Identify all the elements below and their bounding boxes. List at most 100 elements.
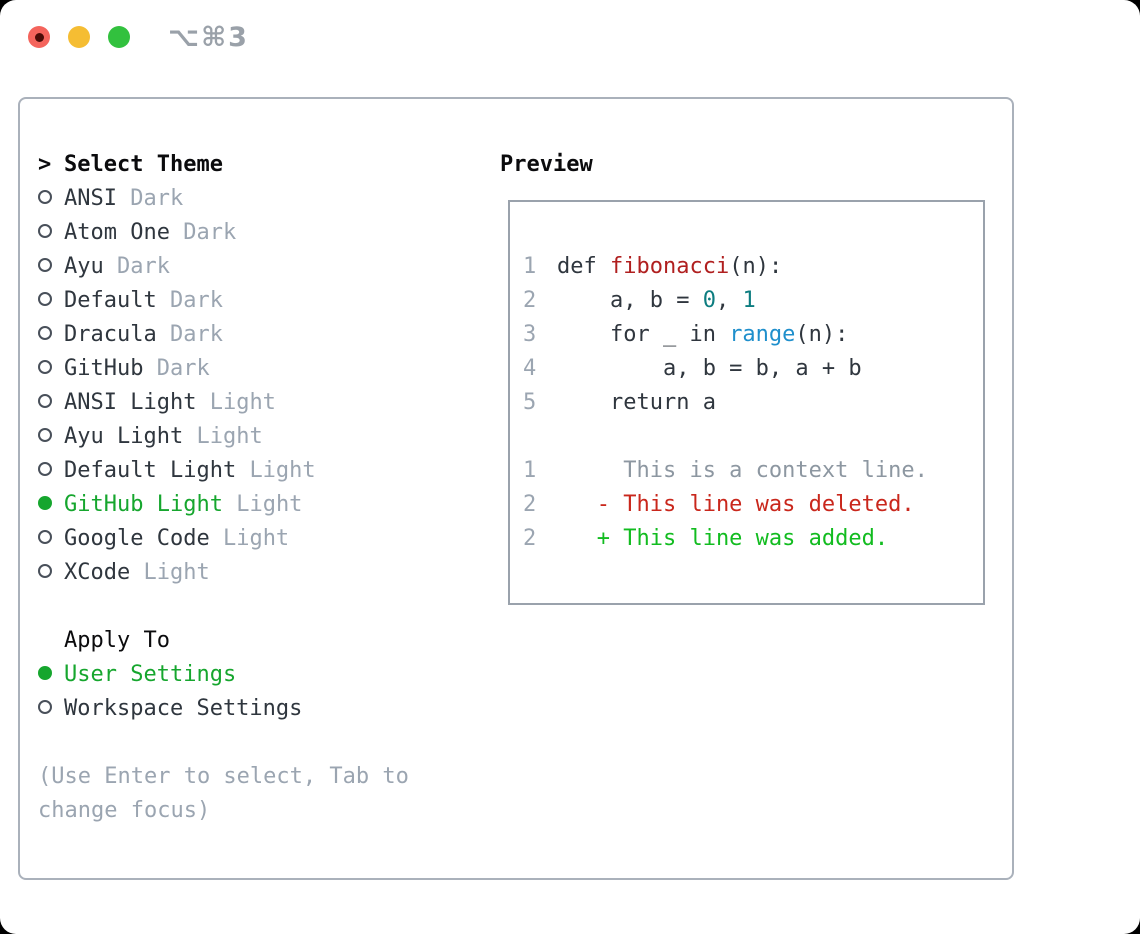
variant-badge: Dark bbox=[130, 186, 184, 211]
line-number: 1 bbox=[523, 458, 537, 483]
option-label: XCode bbox=[64, 560, 131, 585]
radio-cell bbox=[38, 556, 64, 590]
theme-option-xcode[interactable]: XCode Light bbox=[38, 556, 409, 590]
code-token: , bbox=[715, 288, 743, 313]
code-line: 2 a, b = 0, 1 bbox=[523, 284, 983, 318]
theme-option-github[interactable]: GitHub Dark bbox=[38, 352, 409, 386]
code-line bbox=[523, 420, 983, 454]
code-token: 1 bbox=[742, 288, 756, 313]
radio-cell bbox=[38, 352, 64, 386]
spacer bbox=[38, 590, 409, 624]
window-title: ⌥⌘3 bbox=[168, 22, 249, 53]
radio-icon bbox=[38, 461, 52, 476]
code-line: 4 a, b = b, a + b bbox=[523, 352, 983, 386]
theme-option-dracula[interactable]: Dracula Dark bbox=[38, 318, 409, 352]
radio-icon bbox=[38, 325, 52, 340]
code-token: (n): bbox=[729, 254, 783, 279]
apply-to-header: Apply To bbox=[38, 624, 409, 658]
radio-cell bbox=[38, 420, 64, 454]
radio-cell bbox=[38, 658, 64, 692]
variant-badge: Dark bbox=[156, 356, 210, 381]
theme-option-atom-one[interactable]: Atom One Dark bbox=[38, 216, 409, 250]
variant-badge: Dark bbox=[169, 322, 223, 347]
line-number: 2 bbox=[523, 526, 537, 551]
variant-badge: Dark bbox=[183, 220, 237, 245]
minimize-button[interactable] bbox=[68, 26, 90, 48]
select-theme-label: Select Theme bbox=[64, 152, 223, 177]
close-dot-icon bbox=[34, 32, 44, 42]
code-token: + This line was added. bbox=[557, 526, 889, 551]
radio-selected-icon bbox=[38, 495, 52, 510]
radio-icon bbox=[38, 291, 52, 306]
radio-cell bbox=[38, 216, 64, 250]
code-line: 3 for _ in range(n): bbox=[523, 318, 983, 352]
code-token: range bbox=[729, 322, 796, 347]
option-label: User Settings bbox=[64, 662, 237, 687]
variant-badge: Dark bbox=[169, 288, 223, 313]
code-token: for _ in bbox=[557, 322, 730, 347]
option-label: Default bbox=[64, 288, 157, 313]
radio-cell bbox=[38, 454, 64, 488]
code-token: 0 bbox=[702, 288, 716, 313]
code-token: fibonacci bbox=[609, 254, 730, 279]
radio-cell bbox=[38, 250, 64, 284]
option-label: Default Light bbox=[64, 458, 237, 483]
radio-selected-icon bbox=[38, 665, 52, 680]
radio-cell bbox=[38, 692, 64, 726]
theme-option-ansi[interactable]: ANSI Dark bbox=[38, 182, 409, 216]
variant-badge: Light bbox=[249, 458, 316, 483]
code-token: - This line was deleted. bbox=[557, 492, 915, 517]
radio-cell bbox=[38, 284, 64, 318]
theme-option-ayu-light[interactable]: Ayu Light Light bbox=[38, 420, 409, 454]
help-text-line: change focus) bbox=[38, 798, 211, 823]
radio-icon bbox=[38, 189, 52, 204]
radio-icon bbox=[38, 223, 52, 238]
radio-icon bbox=[38, 529, 52, 544]
apply-to-label: Apply To bbox=[64, 628, 170, 653]
main-panel bbox=[18, 97, 1014, 880]
radio-icon bbox=[38, 257, 52, 272]
theme-option-github-light[interactable]: GitHub Light Light bbox=[38, 488, 409, 522]
option-label: Ayu bbox=[64, 254, 104, 279]
line-number: 5 bbox=[523, 390, 537, 415]
option-label: Atom One bbox=[64, 220, 170, 245]
variant-badge: Light bbox=[209, 390, 276, 415]
theme-option-ansi-light[interactable]: ANSI Light Light bbox=[38, 386, 409, 420]
theme-option-ayu[interactable]: Ayu Dark bbox=[38, 250, 409, 284]
radio-icon bbox=[38, 427, 52, 442]
focus-caret-icon: > bbox=[38, 152, 52, 177]
radio-icon bbox=[38, 359, 52, 374]
code-line: 2 + This line was added. bbox=[523, 522, 983, 556]
theme-option-default[interactable]: Default Dark bbox=[38, 284, 409, 318]
option-label: Ayu Light bbox=[64, 424, 184, 449]
theme-option-google-code[interactable]: Google Code Light bbox=[38, 522, 409, 556]
radio-icon bbox=[38, 563, 52, 578]
code-token: (n): bbox=[795, 322, 849, 347]
code-line: 2 - This line was deleted. bbox=[523, 488, 983, 522]
option-label: GitHub Light bbox=[64, 492, 223, 517]
apply-option-workspace-settings[interactable]: Workspace Settings bbox=[38, 692, 409, 726]
option-label: ANSI bbox=[64, 186, 117, 211]
variant-badge: Light bbox=[236, 492, 303, 517]
line-number: 2 bbox=[523, 288, 537, 313]
window-titlebar: ⌥⌘3 bbox=[0, 0, 1140, 74]
apply-option-user-settings[interactable]: User Settings bbox=[38, 658, 409, 692]
code-token: This is a context line. bbox=[557, 458, 928, 483]
line-number: 1 bbox=[523, 254, 537, 279]
maximize-button[interactable] bbox=[108, 26, 130, 48]
line-number: 4 bbox=[523, 356, 537, 381]
radio-cell bbox=[38, 488, 64, 522]
code-token: return a bbox=[557, 390, 716, 415]
close-button[interactable] bbox=[28, 26, 50, 48]
code-token: a, b = b, a + b bbox=[557, 356, 862, 381]
radio-cell bbox=[38, 522, 64, 556]
line-number: 3 bbox=[523, 322, 537, 347]
option-label: Dracula bbox=[64, 322, 157, 347]
theme-option-default-light[interactable]: Default Light Light bbox=[38, 454, 409, 488]
